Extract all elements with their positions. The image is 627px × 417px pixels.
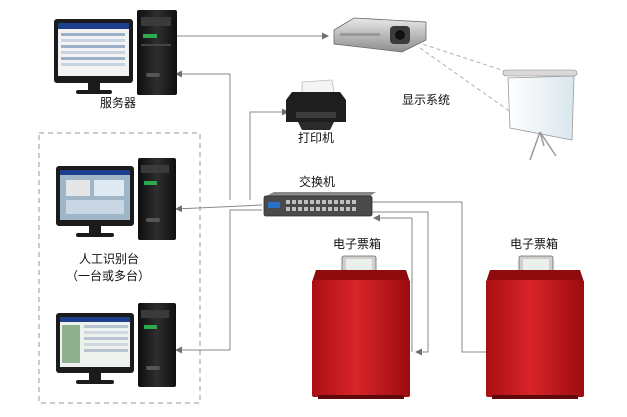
station2-monitor-icon: [56, 313, 134, 384]
display-system-label: 显示系统: [402, 93, 451, 107]
projector-icon: [333, 17, 427, 53]
ballot-box1-icon: [312, 255, 410, 399]
connector-switch-printer: [249, 108, 289, 200]
switch-label: 交换机: [299, 175, 336, 189]
connectors: [175, 32, 521, 356]
ballot-box1-label: 电子票箱: [333, 237, 382, 251]
printer-icon: [286, 79, 346, 130]
station1-monitor-icon: [56, 166, 134, 237]
server-monitor-icon: [54, 19, 133, 94]
manual-station-label: 人工识别台: [79, 252, 140, 266]
printer-label: 打印机: [298, 131, 335, 145]
connector-switch-station2: [175, 209, 262, 354]
projection-screen-icon: [502, 69, 578, 161]
server-label: 服务器: [100, 96, 137, 110]
connector-switch-box1: [372, 211, 429, 356]
connector-server-switch: [175, 70, 231, 200]
connector-switch-station1: [175, 204, 263, 213]
projection-beam-bottom: [419, 47, 516, 116]
manual-station-note: （一台或多台）: [66, 269, 151, 283]
station1-tower-icon: [138, 158, 176, 240]
ballot-box2-icon: [486, 255, 584, 399]
connector-box1-switch: [373, 214, 413, 352]
server-tower-icon: [137, 10, 177, 95]
projection-beam-top: [409, 39, 521, 77]
station2-tower-icon: [138, 303, 176, 387]
network-switch-icon: [263, 192, 376, 217]
ballot-box2-label: 电子票箱: [510, 237, 559, 251]
connector-switch-box2: [372, 201, 493, 356]
